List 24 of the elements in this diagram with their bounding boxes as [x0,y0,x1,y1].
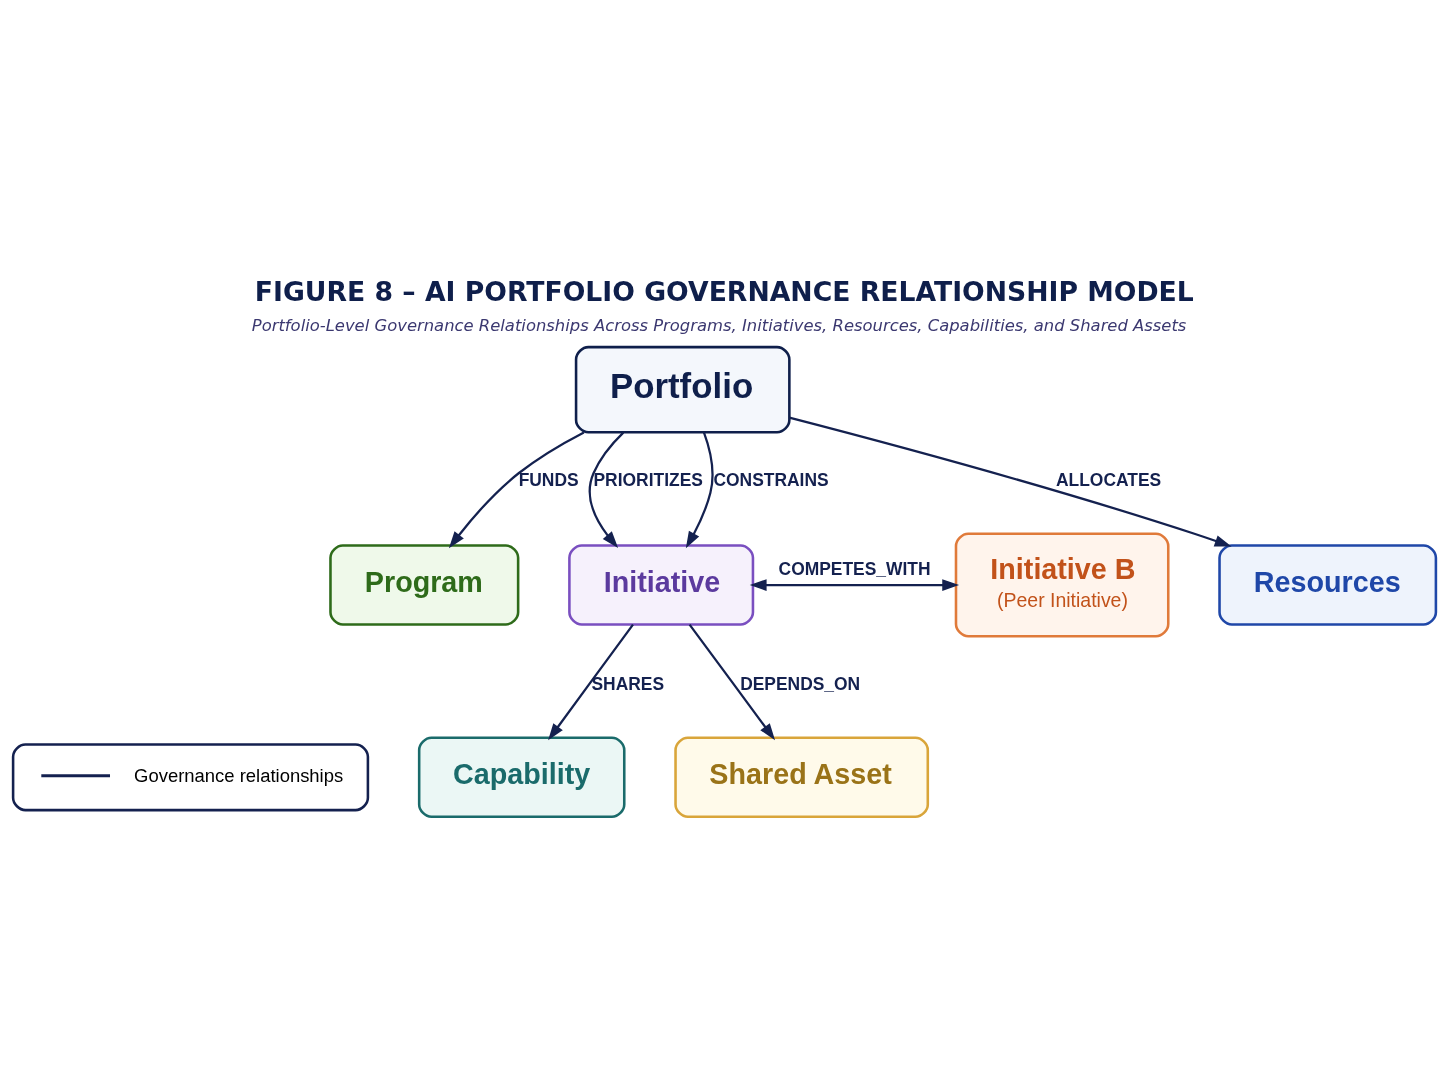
diagram-title: FIGURE 8 – AI PORTFOLIO GOVERNANCE RELATIONSHIP MODEL [254,275,1194,307]
arrow [788,416,1232,547]
node-box: Initiative [567,543,754,626]
edge-label: SHARES [590,673,664,694]
caption: Portfolio-Level Governance Relationships Across Programs, Initiatives, Resources, Capabilities, and Shared Assets [251,315,1186,335]
edge-label: DEPENDS_ON [739,673,860,694]
edge-label: CONSTRAINS [712,469,829,490]
arrow [448,430,584,548]
arrow [547,623,634,740]
node-box: Program [328,543,519,626]
arrow [588,431,624,548]
node-box: Resources [1217,543,1437,626]
edge-label: ALLOCATES [1055,469,1161,490]
legend-label: Governance relationships [133,764,343,786]
node-box: Capability [417,736,626,818]
edge-label: PRIORITIZES [593,469,703,490]
node-box: Portfolio [574,345,791,433]
edge-label: FUNDS [518,469,579,490]
node-box: Shared Asset [673,736,929,818]
arrow [749,578,959,591]
arrow [688,623,775,740]
node-box: Initiative B (Peer Initiative) [954,532,1170,638]
edge-label: COMPETES_WITH [778,558,931,579]
arrow [685,431,714,548]
